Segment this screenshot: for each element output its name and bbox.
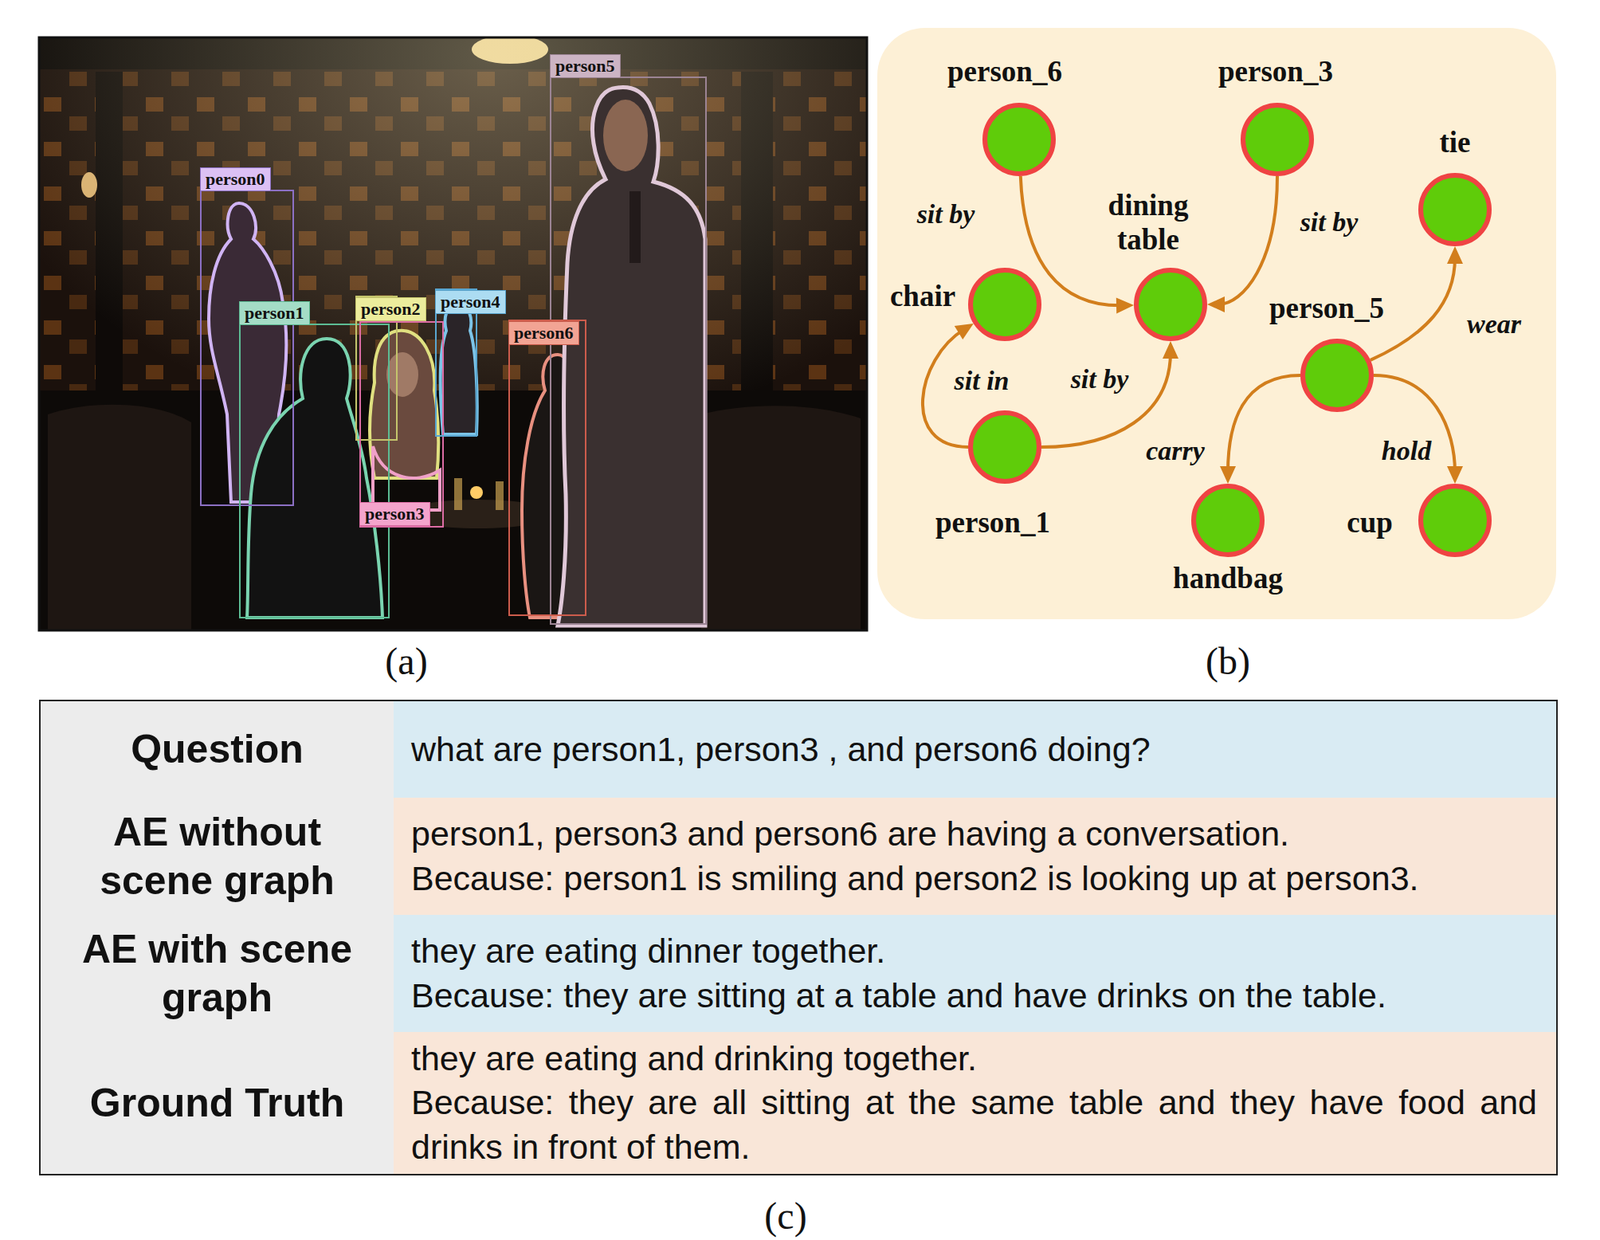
light-glow [39,37,867,631]
person-mask [557,87,706,626]
relation-label: sit in [952,364,1012,397]
booth-sofa [701,405,861,631]
relation-line [1041,352,1171,448]
node-label: person_6 [947,54,1063,90]
row-body-cell: person1, person3 and person6 are having … [393,797,1557,915]
box-tag: person5 [549,54,621,79]
bounding-box: person1 [239,323,390,619]
box-tag: person3 [359,501,431,526]
table-text: what are person1, person3 , and person6 … [411,727,1538,772]
glass [495,481,504,510]
node-label: handbag [1172,561,1283,597]
relation-label: carry [1143,435,1208,467]
person-mask [369,330,439,479]
answer-table: Question what are person1, person3 , and … [39,699,1558,1176]
bounding-box: person6 [508,319,587,616]
node-label: person_3 [1218,54,1334,90]
table-text: Because: they are sitting at a table and… [411,973,1538,1018]
bounding-box: person2 [355,295,398,441]
box-tag: person6 [508,321,580,346]
graph-node: chair [968,267,1042,342]
table-text: person1, person3 and person6 are having … [411,811,1538,856]
box-tag: person2 [355,297,427,322]
photo-ground [39,37,867,631]
person-mask [372,446,440,510]
candle [470,486,483,499]
row-header: Question [66,725,369,774]
row-header-cell: AE without scene graph [40,797,394,915]
box-tag: person4 [435,290,506,314]
arrow-head [1447,466,1463,484]
graph-node: person_5 [1300,338,1374,412]
bounding-box: person3 [359,321,444,528]
photo [39,37,867,631]
node-label: chair [890,279,956,314]
relation-line [1373,375,1455,473]
tie [629,191,641,263]
arrow-head [1162,341,1179,359]
row-header: AE with scene graph [66,925,369,1023]
row-body-cell: they are eating and drinking together.Be… [393,1031,1557,1174]
row-body-cell: they are eating dinner together.Because:… [393,914,1557,1032]
table-text: Because: they are all sitting at the sam… [411,1080,1538,1169]
graph-node: person_1 [968,410,1042,484]
node-label: person_1 [935,505,1051,541]
relation-label: sit by [1068,363,1132,395]
face [386,352,419,397]
panel-letter: (a) [384,642,428,681]
person-mask [440,302,478,435]
graph-node: tie [1418,172,1492,247]
booth-sofa [47,404,192,631]
table-text: they are eating and drinking together. [411,1036,1538,1081]
node-label: person_5 [1269,291,1385,326]
person-mask [247,338,383,618]
relation-line [1227,375,1301,473]
relation-label: sit by [914,198,978,230]
arrow-head [1447,246,1463,264]
relation-connector [1207,176,1278,313]
relation-connector [1041,341,1179,448]
row-header-cell: AE with scene graph [40,914,394,1032]
table-text: Because: person1 is smiling and person2 … [411,856,1538,901]
relation-connector [1219,375,1301,484]
graph-panel [877,27,1557,620]
graph-node: handbag [1191,483,1265,557]
arrow-head [1219,466,1236,484]
arrow-head [1116,297,1134,314]
row-header: Ground Truth [66,1078,369,1128]
photo-frame [39,37,867,631]
box-tag: person0 [200,167,271,192]
node-label: dining table [1080,188,1216,257]
table-text: they are eating dinner together. [411,929,1538,973]
arrow-head [954,323,974,340]
node-label: cup [1346,505,1393,541]
row-header: AE without scene graph [66,807,369,906]
graph-node: cup [1418,483,1492,557]
relation-line [1218,176,1278,305]
graph-node: person_6 [982,102,1056,177]
graph-node: dining table [1133,267,1208,342]
panel-letter: (c) [764,1196,807,1236]
graph-node: person_3 [1240,102,1314,177]
panel-letter: (b) [1205,642,1251,681]
face [603,99,648,172]
row-header-cell: Ground Truth [40,1031,394,1174]
relation-label: hold [1379,435,1434,467]
row-header-cell: Question [40,701,394,798]
relation-label: wear [1464,308,1524,340]
glass [454,478,463,510]
node-label: tie [1439,125,1471,161]
bounding-box: person0 [200,189,295,506]
relation-connector [1373,375,1463,484]
relation-label: sit by [1298,206,1361,238]
row-body-cell: what are person1, person3 , and person6 … [393,701,1557,798]
bounding-box: person4 [435,288,478,437]
relation-connector [1370,246,1463,361]
box-tag: person1 [239,301,310,326]
arrow-head [1207,296,1225,313]
bounding-box: person5 [549,76,707,625]
